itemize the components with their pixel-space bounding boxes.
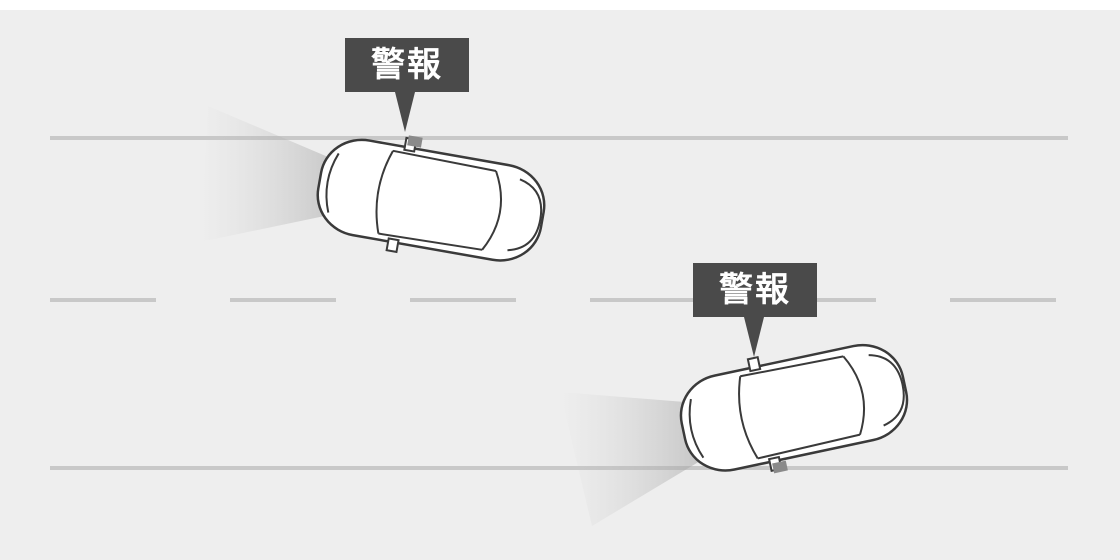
car-2-radar-sensor: [772, 460, 788, 474]
car-1: [316, 135, 546, 262]
car-1-rear-window: [375, 150, 394, 234]
car-2-hood: [868, 354, 905, 427]
car-2-body: [679, 343, 909, 472]
alert-callout-2: 警報: [693, 263, 817, 317]
road-surface: [0, 10, 1120, 560]
car-1-roof-line-right: [378, 232, 483, 251]
car-1-rear-bumper: [325, 152, 340, 213]
car-1-windshield: [481, 170, 502, 251]
sensor-beam-1: [200, 106, 420, 242]
car-2: [679, 343, 909, 474]
car-1-side-mirror-right: [385, 237, 400, 254]
callout-1-pointer: [395, 92, 415, 132]
alert-callout-1: 警報: [345, 38, 469, 92]
car-2-roof-line-left: [740, 355, 844, 378]
car-1-roof-line-left: [392, 149, 497, 173]
car-2-windshield: [842, 355, 866, 435]
car-2-side-mirror-left: [746, 356, 762, 373]
car-1-radar-sensor: [407, 135, 423, 148]
car-2-roof-line-right: [757, 433, 861, 460]
callout-2-pointer: [744, 317, 764, 357]
car-2-rear-bumper: [688, 398, 705, 459]
car-2-rear-window: [738, 376, 759, 459]
